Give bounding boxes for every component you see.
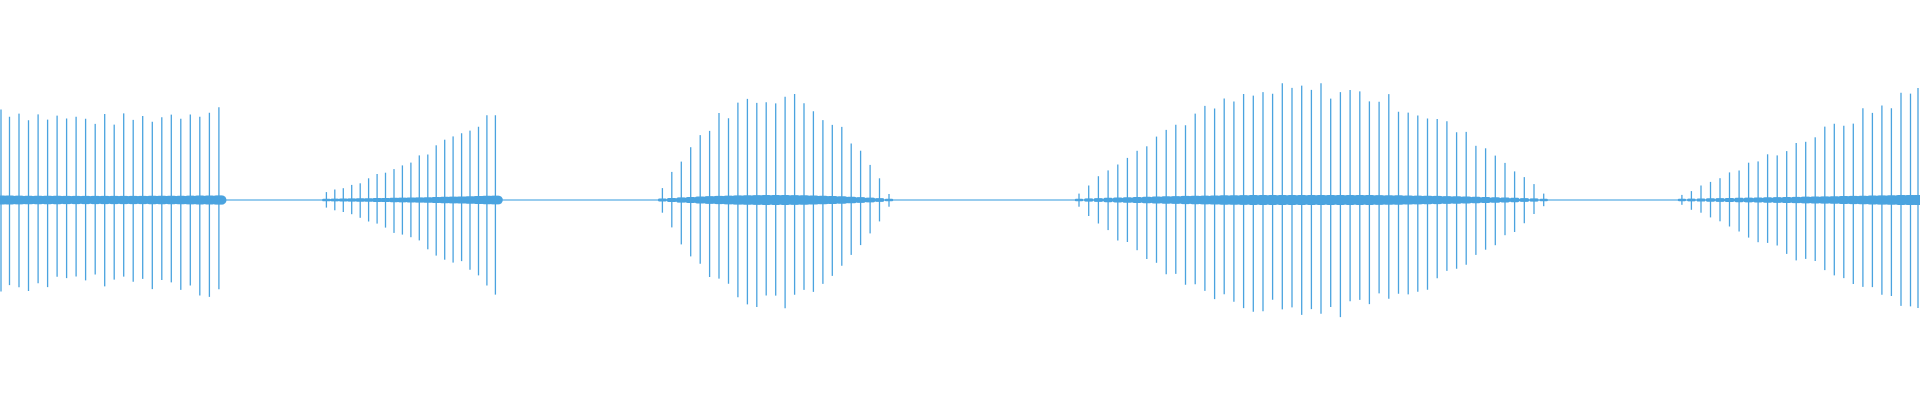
waveform-bars [0, 83, 1920, 318]
